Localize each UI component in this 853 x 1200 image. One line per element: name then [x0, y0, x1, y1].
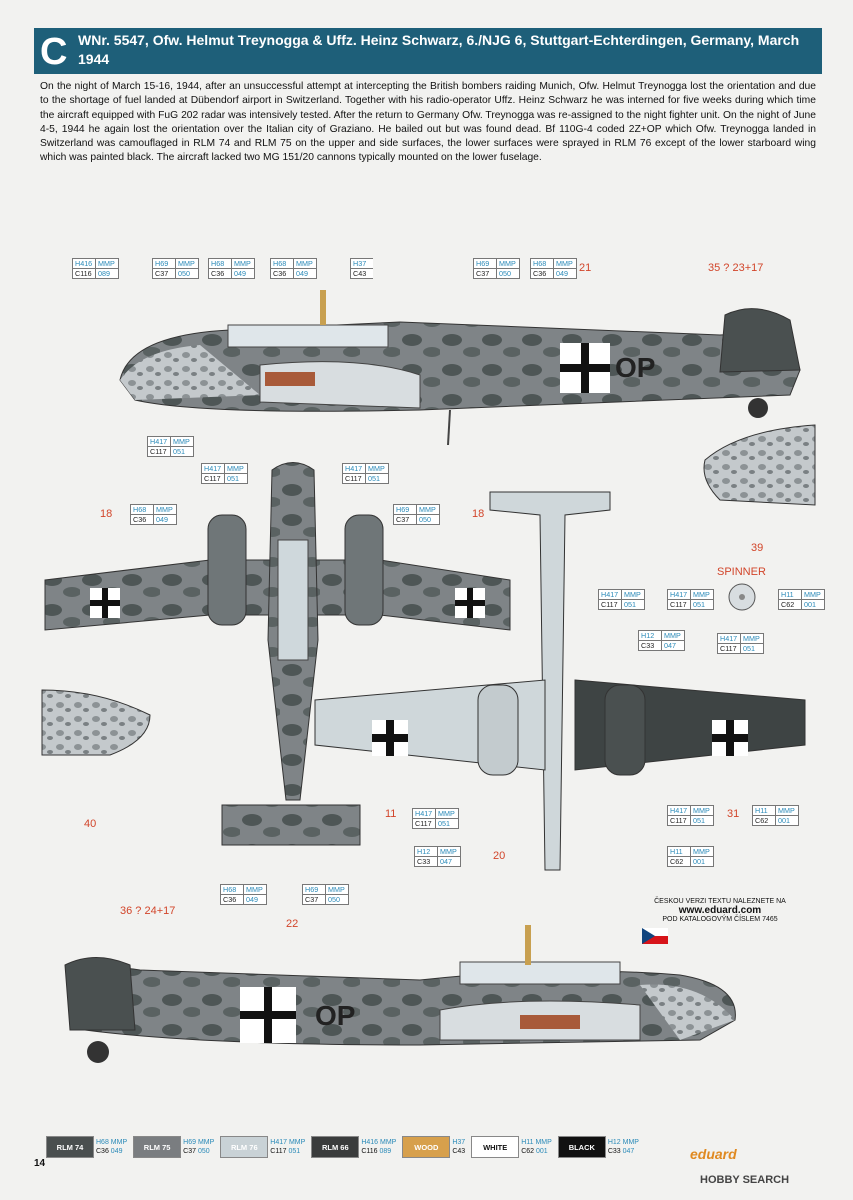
balkenkreuz-lower-left	[372, 720, 408, 756]
spinner-icon	[728, 583, 756, 611]
decal-number: 35 ? 23+17	[708, 262, 764, 274]
section-header: C WNr. 5547, Ofw. Helmut Treynogga & Uff…	[34, 28, 822, 74]
decal-number: 22	[286, 918, 299, 930]
decal-number: 18	[100, 508, 113, 520]
section-title: WNr. 5547, Ofw. Helmut Treynogga & Uffz.…	[78, 32, 800, 67]
eduard-logo: eduard	[690, 1146, 737, 1162]
legend-swatch: WHITE	[471, 1136, 520, 1158]
decal-number: 31	[727, 808, 740, 820]
legend-swatch: RLM 74	[46, 1136, 94, 1158]
note-line2: POD KATALOGOVÝM ČÍSLEM 7465	[662, 916, 778, 923]
decal-number: 20	[493, 850, 506, 862]
balkenkreuz-side	[560, 343, 610, 393]
note-line1: ČESKOU VERZI TEXTU NALEZNETE NA	[654, 898, 786, 905]
czech-note: ČESKOU VERZI TEXTU NALEZNETE NA www.edua…	[620, 897, 820, 924]
side-view-left	[119, 290, 801, 446]
fuselage-code-bottom: OP	[315, 1000, 356, 1031]
nose-detail-left	[41, 689, 151, 756]
legend-swatch: RLM 75	[133, 1136, 182, 1158]
section-letter: C	[40, 31, 68, 73]
watermark: HOBBY SEARCH	[700, 1174, 790, 1186]
upper-plan-view	[44, 462, 511, 846]
description-text: On the night of March 15-16, 1944, after…	[40, 81, 816, 164]
note-url: www.eduard.com	[678, 905, 762, 916]
color-callout: H37 C43	[350, 258, 373, 279]
balkenkreuz-side-right	[240, 987, 296, 1043]
legend-swatch: RLM 66	[311, 1136, 360, 1158]
legend-swatch: BLACK	[557, 1136, 606, 1158]
decal-number: 21	[579, 262, 592, 274]
spinner-label: SPINNER	[717, 566, 766, 578]
nose-detail-right	[703, 424, 816, 506]
balkenkreuz-upper-left	[90, 588, 120, 618]
side-view-right	[64, 925, 736, 1063]
decal-number: 40	[84, 818, 97, 830]
decal-number: 36 ? 24+17	[120, 905, 176, 917]
legend-swatch: RLM 76	[220, 1136, 269, 1158]
balkenkreuz-lower-right	[712, 720, 748, 756]
balkenkreuz-upper-right	[455, 588, 485, 618]
decal-number: 18	[472, 508, 485, 520]
czech-flag-icon	[642, 928, 668, 944]
fuselage-code-top: OP	[615, 352, 656, 383]
lower-plan-view	[314, 491, 806, 871]
legend-swatch: WOOD	[402, 1136, 451, 1158]
decal-number: 11	[385, 808, 397, 820]
decal-number: 39	[751, 542, 764, 554]
page-number: 14	[34, 1158, 46, 1169]
